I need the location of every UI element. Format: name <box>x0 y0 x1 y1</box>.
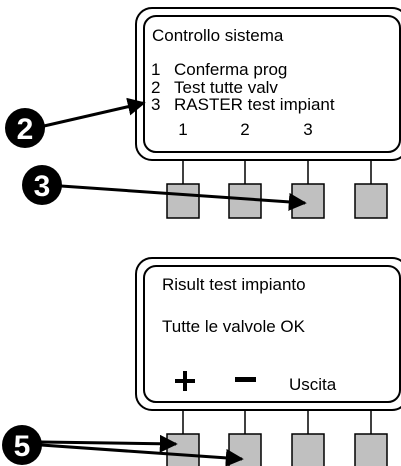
callout-3-number: 3 <box>34 170 51 203</box>
menu-item-3-label: RASTER test impiant <box>174 95 335 114</box>
panel-2-button-4[interactable] <box>354 433 388 466</box>
menu-item-3-num: 3 <box>151 95 160 114</box>
panel-2-button-3[interactable] <box>291 433 325 466</box>
callout-3: 3 <box>22 165 307 211</box>
plus-icon <box>175 371 195 391</box>
exit-softkey-label: Uscita <box>289 375 337 394</box>
minus-icon <box>235 377 256 382</box>
callout-5-number: 5 <box>14 430 31 463</box>
menu-item-1-num: 1 <box>151 60 160 79</box>
menu-item-2-label: Test tutte valv <box>174 78 278 97</box>
screen-2-message: Tutte le valvole OK <box>162 317 306 336</box>
arrow-icon <box>40 443 244 466</box>
menu-item-2-num: 2 <box>151 78 160 97</box>
screen-2-title: Risult test impianto <box>162 275 306 294</box>
softkey-label-2: 2 <box>240 120 249 139</box>
panel-1-button-4[interactable] <box>354 183 388 219</box>
callout-5: 5 <box>2 425 244 466</box>
menu-item-1-label: Conferma prog <box>174 60 287 79</box>
panel-2-outer-frame <box>135 257 401 411</box>
panel-2-lcd-screen <box>143 265 401 403</box>
panel-1-outer-frame <box>135 7 401 161</box>
callout-2: 2 <box>5 97 146 148</box>
controller-panel-1: Controllo sistema 1 Conferma prog 2 Test… <box>135 7 401 219</box>
arrow-icon <box>60 184 307 211</box>
panel-1-button-1[interactable] <box>166 183 200 219</box>
callout-2-number: 2 <box>17 113 34 146</box>
panel-1-lcd-screen <box>143 15 401 153</box>
screen-1-title: Controllo sistema <box>152 26 284 45</box>
arrow-icon <box>43 97 146 128</box>
controller-panel-2: Risult test impianto Tutte le valvole OK… <box>135 257 401 466</box>
arrow-icon <box>40 434 178 453</box>
softkey-label-3: 3 <box>303 120 312 139</box>
panel-2-button-plus[interactable] <box>166 433 200 466</box>
panel-2-button-minus[interactable] <box>228 433 262 466</box>
softkey-label-1: 1 <box>178 120 187 139</box>
